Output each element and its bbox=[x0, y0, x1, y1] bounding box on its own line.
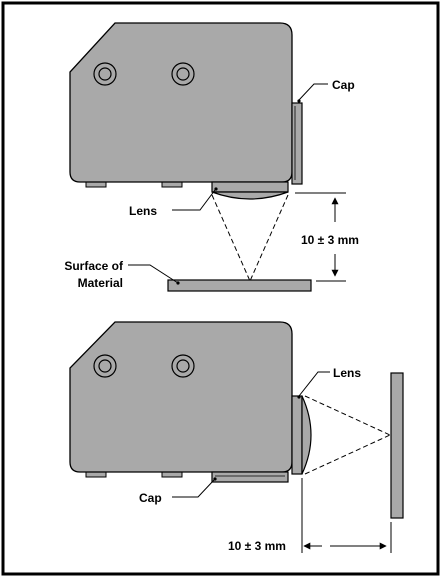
mounting-hole-icon bbox=[93, 62, 117, 86]
material-surface bbox=[167, 279, 312, 292]
surface-label-line2: Material bbox=[78, 276, 123, 290]
sensor-lens-window bbox=[211, 181, 289, 193]
sensor-lens bbox=[211, 191, 289, 200]
mounting-hole-icon bbox=[171, 354, 195, 378]
mounting-hole-icon bbox=[171, 62, 195, 86]
sensor-housing bbox=[69, 321, 293, 473]
cap-label: Cap bbox=[139, 491, 162, 505]
leader-line bbox=[172, 189, 216, 211]
material-surface bbox=[390, 372, 404, 519]
leader-line bbox=[298, 83, 328, 101]
lens-label: Lens bbox=[129, 204, 157, 218]
beam-line bbox=[304, 395, 391, 436]
beam-line bbox=[249, 194, 289, 282]
lens-label: Lens bbox=[333, 366, 361, 380]
sensor-lens bbox=[301, 395, 312, 475]
cap-label: Cap bbox=[332, 78, 355, 92]
sensor-cap bbox=[211, 471, 289, 483]
distance-label: 10 ± 3 mm bbox=[301, 233, 359, 247]
beam-line bbox=[211, 194, 251, 282]
leader-line bbox=[128, 264, 179, 284]
top-sensor-view: Cap Lens 10 ± 3 mm Surface of Material bbox=[64, 22, 359, 292]
sensor-housing bbox=[69, 22, 293, 183]
leader-line bbox=[172, 479, 215, 498]
surface-label-line1: Surface of bbox=[64, 259, 124, 273]
bottom-sensor-view: Lens Cap 10 ± 3 mm bbox=[69, 321, 404, 553]
distance-label: 10 ± 3 mm bbox=[228, 539, 286, 553]
sensor-lens-window bbox=[291, 395, 303, 475]
beam-line bbox=[304, 434, 391, 475]
mounting-hole-icon bbox=[93, 354, 117, 378]
leader-line bbox=[298, 371, 330, 397]
sensor-cap bbox=[291, 102, 303, 185]
